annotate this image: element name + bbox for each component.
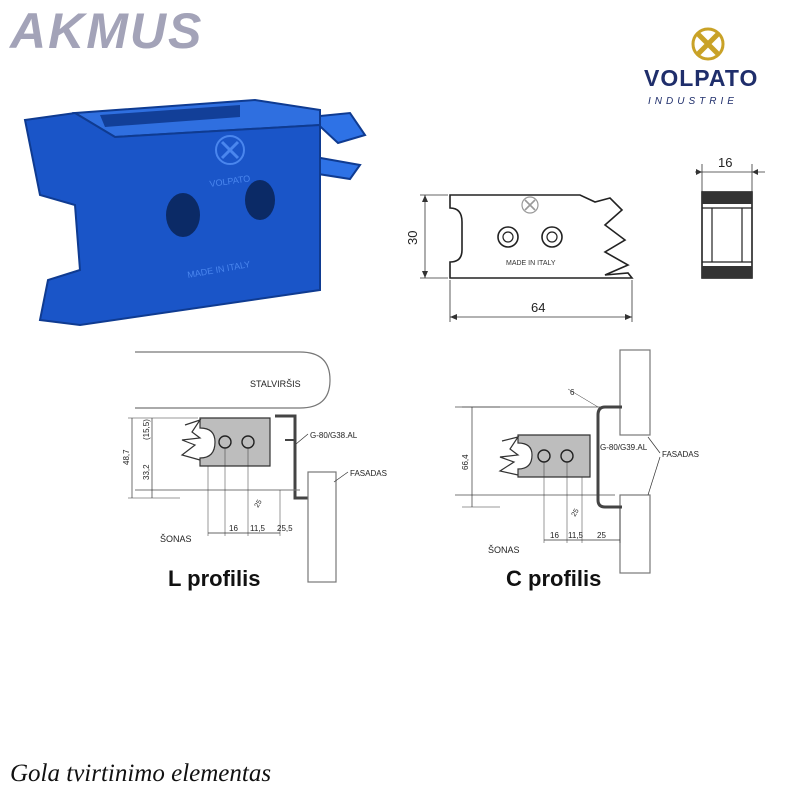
c-profile-drawing: G-80/G39.AL FASADAS ŠONAS 6 66,4 16 11,5… — [455, 349, 699, 574]
l-dim-total: 48,7 — [122, 449, 131, 465]
product-photo: VOLPATO MADE IN ITALY — [23, 98, 367, 327]
volpato-logo: VOLPATO INDUSTRIE — [644, 27, 758, 107]
front-view-width: 64 — [531, 300, 545, 315]
volpato-emblem-icon — [691, 27, 725, 61]
hole-right-icon — [541, 226, 563, 248]
worktop-outline — [135, 351, 331, 409]
l-side-label: ŠONAS — [160, 534, 192, 544]
l-profile-drawing: STALVIRŠIS G-80/G38.AL FASADAS ŠONAS 48,… — [122, 351, 387, 583]
front-view-stamp: MADE IN ITALY — [506, 260, 556, 267]
volpato-name: VOLPATO — [644, 65, 758, 91]
c-dim-b: 11,5 — [568, 531, 584, 540]
c-profile-code: G-80/G39.AL — [600, 443, 648, 452]
l-profile-code: G-80/G38.AL — [310, 431, 358, 440]
l-dim-c: 25,5 — [277, 524, 293, 533]
c-dim-top: 6 — [570, 388, 575, 397]
akmus-logo-text: AKMUS — [8, 3, 203, 59]
caption: Gola tvirtinimo elementas — [10, 760, 272, 787]
l-dim-upper: (15,5) — [142, 419, 151, 440]
c-front-label: FASADAS — [662, 450, 699, 459]
front-view-drawing: MADE IN ITALY 30 64 — [405, 194, 634, 322]
c-dim-c: 25 — [597, 531, 606, 540]
l-dim-a: 16 — [229, 524, 238, 533]
hole-left-icon — [497, 226, 519, 248]
stamp-emblem-icon — [521, 196, 539, 214]
worktop-label: STALVIRŠIS — [250, 379, 301, 389]
volpato-tagline: INDUSTRIE — [648, 96, 738, 107]
akmus-logo: AKMUS — [8, 3, 203, 59]
front-view-height: 30 — [405, 231, 420, 245]
side-view-width: 16 — [718, 155, 732, 170]
c-dim-angle: 25 — [571, 508, 581, 518]
c-side-label: ŠONAS — [488, 545, 520, 555]
c-dim-a: 16 — [550, 531, 559, 540]
c-profile-title: C profilis — [506, 566, 602, 591]
l-dim-b: 11,5 — [250, 524, 266, 533]
emboss-emblem-icon — [215, 135, 245, 165]
l-dim-angle: 25 — [254, 499, 264, 509]
l-profile-title: L profilis — [168, 566, 261, 591]
l-dim-lower: 33,2 — [142, 464, 151, 480]
side-view-drawing: 16 — [695, 155, 765, 279]
c-dim-total: 66,4 — [461, 454, 470, 470]
side-view-outline — [701, 191, 753, 279]
l-front-label: FASADAS — [350, 469, 387, 478]
front-view-outline — [449, 194, 634, 279]
